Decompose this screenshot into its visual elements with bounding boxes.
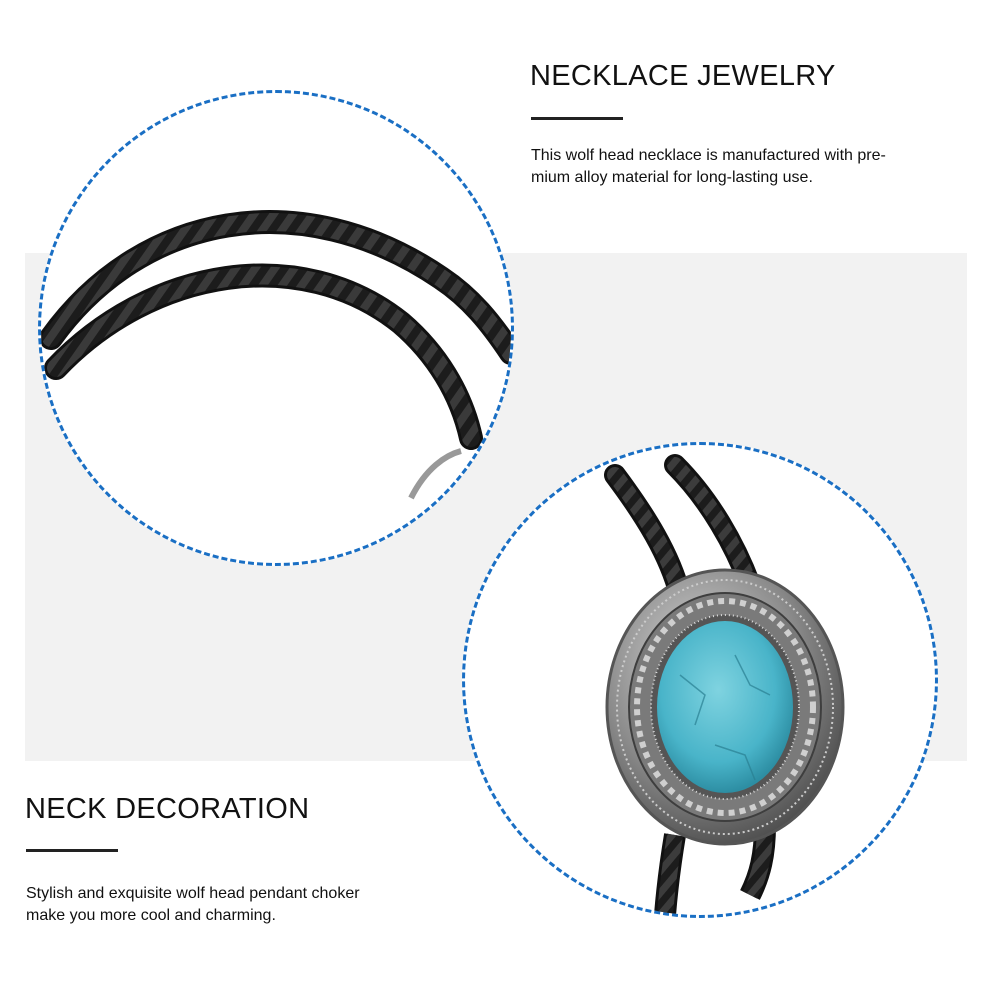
neck-decoration-description: Stylish and exquisite wolf head pendant … xyxy=(26,883,436,927)
neck-decoration-heading: NECK DECORATION xyxy=(25,793,310,825)
bolo-pendant-image xyxy=(604,454,845,915)
neck-desc-line1: Stylish and exquisite wolf head pendant … xyxy=(26,885,360,902)
pendant-detail-circle xyxy=(462,442,938,918)
cord-detail-circle xyxy=(38,90,514,566)
necklace-jewelry-description: This wolf head necklace is manufactured … xyxy=(531,145,941,189)
braided-cord-image xyxy=(41,210,511,500)
neck-heading-underline xyxy=(26,849,118,852)
necklace-heading-underline xyxy=(531,117,623,120)
necklace-desc-line1: This wolf head necklace is manufactured … xyxy=(531,147,886,164)
necklace-desc-line2: mium alloy material for long-lasting use… xyxy=(531,169,813,186)
necklace-jewelry-heading: NECKLACE JEWELRY xyxy=(530,60,836,92)
neck-desc-line2: make you more cool and charming. xyxy=(26,907,276,924)
